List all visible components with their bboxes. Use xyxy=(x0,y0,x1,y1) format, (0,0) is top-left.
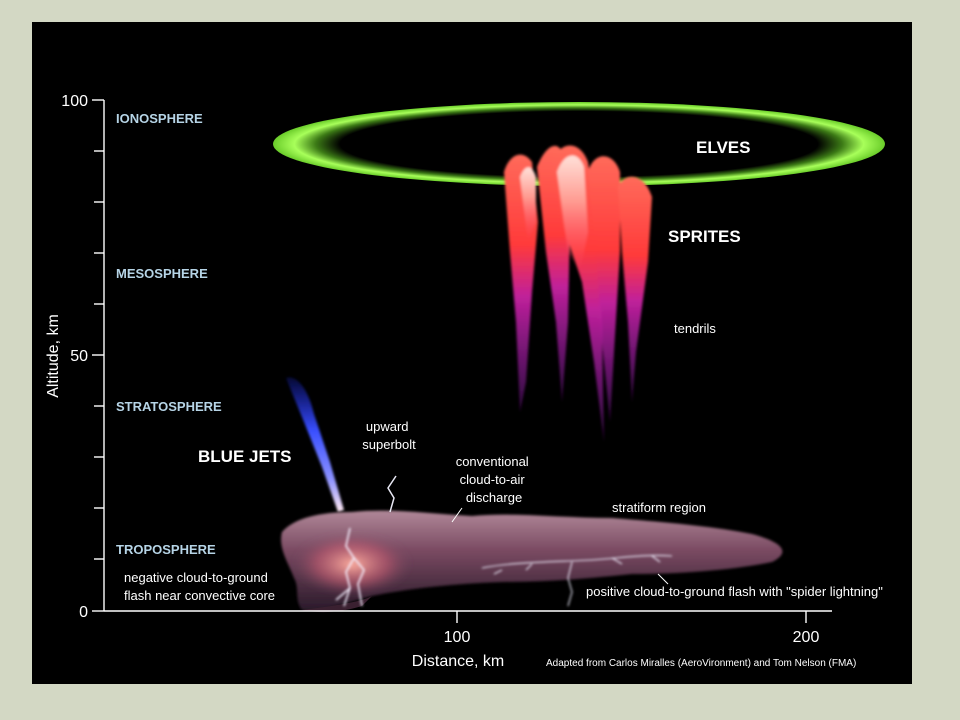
x-tick-200: 200 xyxy=(793,629,820,646)
sprites-glow xyxy=(504,145,652,442)
y-tick-50: 50 xyxy=(70,348,88,365)
y-tick-0: 0 xyxy=(79,604,88,621)
label-positive-cg: positive cloud-to-ground flash with "spi… xyxy=(586,584,883,599)
label-cloud-to-air: conventional cloud-to-air discharge xyxy=(456,454,533,505)
elves-ring xyxy=(273,102,885,186)
y-axis-label: Altitude, km xyxy=(45,314,62,398)
atmospheric-discharge-diagram: 100 50 0 100 200 Altitude, km Distance, … xyxy=(45,93,885,670)
x-axis-label: Distance, km xyxy=(412,653,504,670)
label-elves: ELVES xyxy=(696,138,750,157)
layer-ionosphere: IONOSPHERE xyxy=(116,111,203,126)
label-upward-superbolt: upward superbolt xyxy=(362,419,416,452)
label-sprites: SPRITES xyxy=(668,227,741,246)
label-stratiform: stratiform region xyxy=(612,500,706,515)
layer-stratosphere: STRATOSPHERE xyxy=(116,399,222,414)
positive-cg-leader xyxy=(657,573,669,585)
upward-superbolt xyxy=(387,475,397,513)
negative-cg-lightning xyxy=(335,527,365,607)
x-tick-100: 100 xyxy=(444,629,471,646)
blue-jet xyxy=(286,377,344,512)
layer-mesosphere: MESOSPHERE xyxy=(116,266,208,281)
label-blue-jets: BLUE JETS xyxy=(198,447,292,466)
spider-lightning xyxy=(481,554,673,607)
diagram-canvas: 100 50 0 100 200 Altitude, km Distance, … xyxy=(32,22,912,684)
label-tendrils: tendrils xyxy=(674,321,716,336)
y-tick-100: 100 xyxy=(61,93,88,110)
layer-troposphere: TROPOSPHERE xyxy=(116,542,216,557)
axes xyxy=(92,99,832,623)
label-negative-cg: negative cloud-to-ground flash near conv… xyxy=(124,570,275,603)
cloud-to-air-leader xyxy=(451,507,463,523)
credit: Adapted from Carlos Miralles (AeroVironm… xyxy=(546,658,856,669)
thundercloud xyxy=(281,510,783,613)
